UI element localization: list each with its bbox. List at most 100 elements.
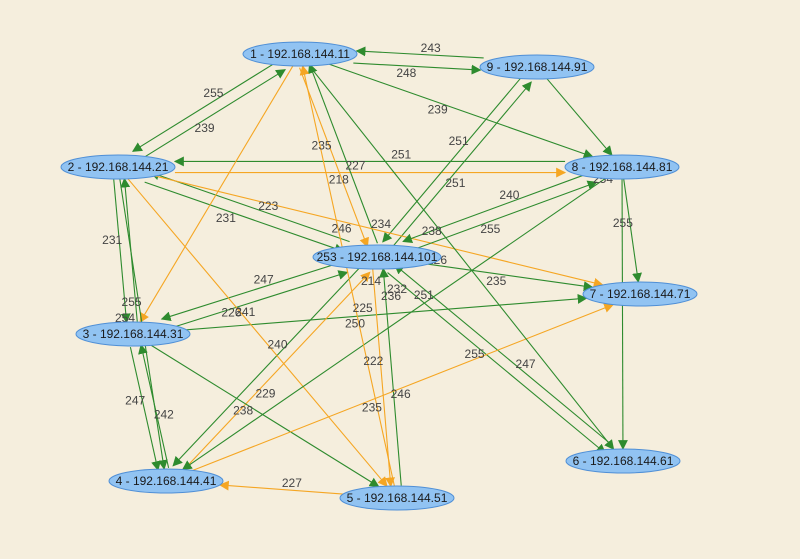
edge-n9-n253 bbox=[382, 75, 524, 243]
node-label: 3 - 192.168.144.31 bbox=[83, 327, 184, 341]
edge-n1-n6 bbox=[308, 65, 615, 450]
node-ellipse[interactable] bbox=[339, 485, 455, 511]
edge-label: 242 bbox=[154, 408, 174, 422]
edge-n4-n7 bbox=[192, 303, 615, 471]
edge-n2-n253 bbox=[144, 181, 345, 254]
node-ellipse[interactable] bbox=[479, 54, 595, 80]
edge-n2-n5 bbox=[127, 178, 388, 487]
edge-n3-n4 bbox=[129, 346, 161, 472]
edge-n5-n253 bbox=[379, 267, 402, 486]
edge-label: 229 bbox=[255, 386, 275, 400]
node-ellipse[interactable] bbox=[242, 41, 358, 67]
node-n6[interactable]: 6 - 192.168.144.61 bbox=[565, 448, 681, 474]
node-n7[interactable]: 7 - 192.168.144.71 bbox=[582, 281, 698, 307]
edge-label: 226 bbox=[221, 305, 241, 319]
node-ellipse[interactable] bbox=[582, 281, 698, 307]
edge-label: 231 bbox=[102, 233, 122, 247]
edge-n253-n9 bbox=[390, 81, 532, 249]
edge-label: 251 bbox=[449, 134, 469, 148]
edge-n3-n253 bbox=[167, 270, 349, 330]
node-ellipse[interactable] bbox=[312, 244, 442, 270]
node-n253[interactable]: 253 - 192.168.144.101 bbox=[312, 244, 442, 270]
edge-label-extra: 236 bbox=[381, 289, 401, 303]
node-label: 8 - 192.168.144.81 bbox=[572, 160, 673, 174]
edge-label: 243 bbox=[421, 41, 441, 55]
edge-label: 222 bbox=[363, 354, 383, 368]
node-n2[interactable]: 2 - 192.168.144.21 bbox=[60, 154, 176, 180]
edge-n6-n253 bbox=[393, 264, 613, 446]
edge-label: 255 bbox=[613, 216, 633, 230]
edge-n253-n3 bbox=[160, 261, 342, 322]
edge-label: 248 bbox=[396, 66, 416, 80]
edge-n253-n1 bbox=[308, 63, 378, 244]
edge-label: 225 bbox=[353, 301, 373, 315]
node-ellipse[interactable] bbox=[60, 154, 176, 180]
node-n8[interactable]: 8 - 192.168.144.81 bbox=[564, 154, 680, 180]
edge-n8-n253 bbox=[402, 172, 591, 244]
edge-label: 247 bbox=[516, 357, 536, 371]
node-label: 1 - 192.168.144.11 bbox=[250, 47, 350, 61]
edge-label: 255 bbox=[465, 347, 485, 361]
edge-label: 223 bbox=[258, 199, 278, 213]
node-ellipse[interactable] bbox=[75, 321, 191, 347]
edge-n9-n8 bbox=[546, 78, 613, 156]
edge-label: 238 bbox=[422, 224, 442, 238]
edge-label: 239 bbox=[428, 103, 448, 117]
node-label: 2 - 192.168.144.21 bbox=[68, 160, 169, 174]
node-label: 9 - 192.168.144.91 bbox=[487, 60, 588, 74]
edge-label: 235 bbox=[486, 274, 506, 288]
edge-n2-n3 bbox=[113, 179, 131, 324]
node-label: 6 - 192.168.144.61 bbox=[573, 454, 674, 468]
edge-label: 238 bbox=[233, 404, 253, 418]
node-ellipse[interactable] bbox=[564, 154, 680, 180]
edge-n1-n3 bbox=[139, 65, 294, 323]
edge-n1-n2 bbox=[131, 60, 279, 152]
edge-n253-n2 bbox=[149, 170, 350, 243]
node-label: 4 - 192.168.144.41 bbox=[116, 474, 217, 488]
node-n3[interactable]: 3 - 192.168.144.31 bbox=[75, 321, 191, 347]
edge-n253-n6 bbox=[387, 272, 607, 454]
edge-n1-n9 bbox=[353, 62, 482, 75]
edge-n253-n4 bbox=[172, 264, 363, 467]
edge-label: 250 bbox=[345, 317, 365, 331]
node-label: 253 - 192.168.144.101 bbox=[317, 250, 438, 264]
edge-n1-n8 bbox=[329, 63, 594, 159]
node-ellipse[interactable] bbox=[108, 468, 224, 494]
node-ellipse[interactable] bbox=[565, 448, 681, 474]
edge-n8-n7 bbox=[623, 178, 642, 283]
edge-label-extra: 232 bbox=[387, 282, 407, 296]
edge-n253-n5 bbox=[372, 269, 395, 488]
edge-label: 227 bbox=[282, 476, 302, 490]
edge-n5-n1 bbox=[299, 65, 395, 487]
edge-n3-n5 bbox=[151, 344, 380, 488]
edge-label: 251 bbox=[445, 176, 465, 190]
node-label: 7 - 192.168.144.71 bbox=[590, 287, 691, 301]
node-n1[interactable]: 1 - 192.168.144.11 bbox=[242, 41, 358, 67]
node-n5[interactable]: 5 - 192.168.144.51 bbox=[339, 485, 455, 511]
edge-label: 255 bbox=[203, 86, 223, 100]
edge-n8-n6 bbox=[617, 178, 628, 450]
edge-label-extra: 234 bbox=[371, 217, 391, 231]
edge-label: 235 bbox=[362, 400, 382, 414]
edge-n2-n7 bbox=[155, 175, 604, 288]
edges-layer bbox=[113, 46, 642, 495]
edge-label: 231 bbox=[216, 211, 236, 225]
edge-label: 241 bbox=[235, 305, 255, 319]
edge-n2-n1 bbox=[139, 69, 287, 161]
edge-n253-n8 bbox=[409, 180, 598, 252]
edge-label: 247 bbox=[254, 272, 274, 286]
edge-label: 255 bbox=[122, 295, 142, 309]
edge-label-extra: 214 bbox=[361, 274, 381, 288]
edge-label: 255 bbox=[480, 222, 500, 236]
node-n4[interactable]: 4 - 192.168.144.41 bbox=[108, 468, 224, 494]
edge-n4-n253 bbox=[180, 271, 371, 474]
edge-n5-n4 bbox=[218, 480, 344, 495]
node-n9[interactable]: 9 - 192.168.144.91 bbox=[479, 54, 595, 80]
edge-label: 246 bbox=[332, 222, 352, 236]
edge-n9-n1 bbox=[355, 46, 484, 59]
edge-n8-n4 bbox=[181, 178, 606, 471]
edge-label: 251 bbox=[414, 288, 434, 302]
edge-label: 247 bbox=[125, 393, 145, 407]
